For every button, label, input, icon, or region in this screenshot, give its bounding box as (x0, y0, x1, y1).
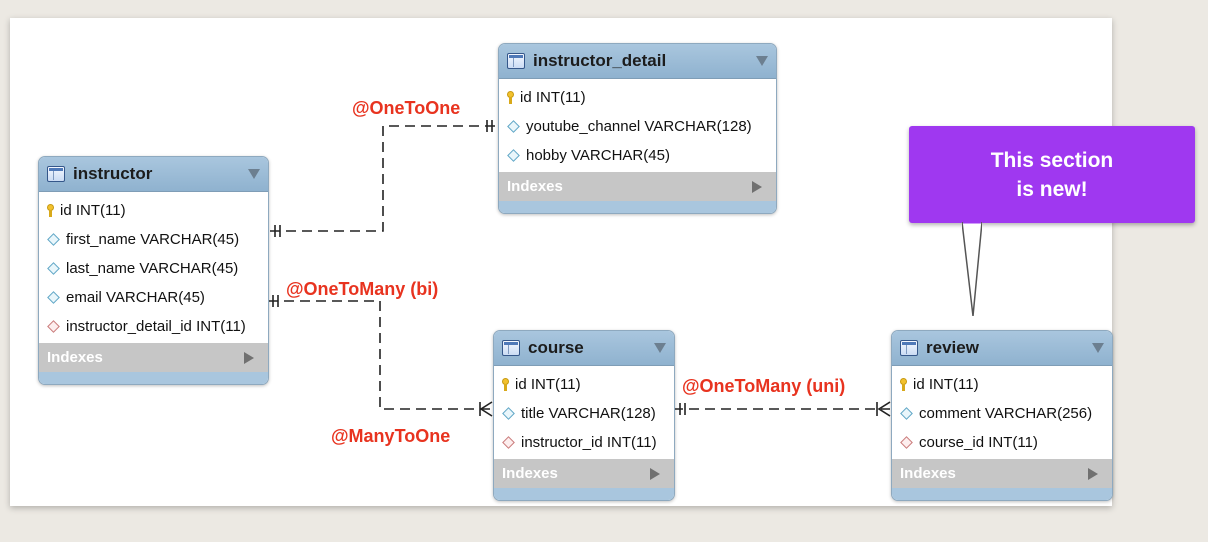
column-row[interactable]: id INT(11) (892, 370, 1112, 399)
column-row[interactable]: instructor_detail_id INT(11) (39, 312, 268, 341)
primary-key-icon (507, 91, 514, 104)
indexes-section[interactable]: Indexes (39, 343, 268, 372)
column-diamond-icon (502, 407, 515, 420)
expand-arrow-icon[interactable] (650, 467, 660, 480)
table-name: review (926, 338, 979, 357)
expand-arrow-icon[interactable] (1088, 467, 1098, 480)
column-text: comment VARCHAR(256) (919, 405, 1093, 422)
table-name: instructor_detail (533, 51, 667, 70)
table-footer (39, 372, 268, 384)
table-footer (892, 488, 1112, 500)
indexes-section[interactable]: Indexes (499, 172, 776, 201)
column-text: id INT(11) (913, 376, 979, 393)
foreign-key-diamond-icon (502, 436, 515, 449)
column-row[interactable]: last_name VARCHAR(45) (39, 254, 268, 283)
column-text: email VARCHAR(45) (66, 289, 205, 306)
one-to-many-uni-label: @OneToMany (uni) (682, 376, 846, 396)
review-table[interactable]: review id INT(11) comment VARCHAR(256) cou… (891, 330, 1113, 501)
indexes-section[interactable]: Indexes (892, 459, 1112, 488)
column-row[interactable]: first_name VARCHAR(45) (39, 225, 268, 254)
column-row[interactable]: hobby VARCHAR(45) (499, 141, 776, 170)
table-header[interactable]: instructor (39, 157, 268, 192)
callout-text: This section is new! (990, 148, 1114, 201)
instructor-table[interactable]: instructor id INT(11) first_name VARCHAR(… (38, 156, 269, 385)
one-to-many-bi-label: @OneToMany (bi) (286, 279, 439, 299)
column-text: first_name VARCHAR(45) (66, 231, 240, 248)
column-diamond-icon (47, 233, 60, 246)
column-row[interactable]: id INT(11) (39, 196, 268, 225)
primary-key-icon (502, 378, 509, 391)
one-to-one-line (270, 125, 498, 232)
table-header[interactable]: course (494, 331, 674, 366)
column-row[interactable]: course_id INT(11) (892, 428, 1112, 457)
expand-arrow-icon[interactable] (752, 180, 762, 193)
table-icon (900, 340, 918, 356)
column-diamond-icon (507, 149, 520, 162)
expand-arrow-icon[interactable] (244, 351, 254, 364)
column-text: youtube_channel VARCHAR(128) (526, 118, 752, 135)
one-to-many-bi-line (268, 300, 492, 410)
collapse-arrow-icon[interactable] (1092, 343, 1104, 353)
table-name: instructor (73, 164, 153, 183)
column-text: last_name VARCHAR(45) (66, 260, 239, 277)
column-diamond-icon (507, 120, 520, 133)
column-diamond-icon (900, 407, 913, 420)
primary-key-icon (47, 204, 54, 217)
indexes-section[interactable]: Indexes (494, 459, 674, 488)
column-row[interactable]: youtube_channel VARCHAR(128) (499, 112, 776, 141)
column-diamond-icon (47, 291, 60, 304)
column-row[interactable]: title VARCHAR(128) (494, 399, 674, 428)
table-footer (494, 488, 674, 500)
table-icon (507, 53, 525, 69)
indexes-label: Indexes (502, 465, 558, 482)
one-to-one-label: @OneToOne (352, 98, 461, 118)
column-row[interactable]: id INT(11) (499, 83, 776, 112)
column-row[interactable]: email VARCHAR(45) (39, 283, 268, 312)
table-name: course (528, 338, 584, 357)
table-header[interactable]: review (892, 331, 1112, 366)
column-row[interactable]: comment VARCHAR(256) (892, 399, 1112, 428)
column-text: id INT(11) (515, 376, 581, 393)
column-text: course_id INT(11) (919, 434, 1038, 451)
column-text: id INT(11) (520, 89, 586, 106)
column-text: id INT(11) (60, 202, 126, 219)
column-row[interactable]: instructor_id INT(11) (494, 428, 674, 457)
collapse-arrow-icon[interactable] (248, 169, 260, 179)
collapse-arrow-icon[interactable] (654, 343, 666, 353)
foreign-key-diamond-icon (900, 436, 913, 449)
many-to-one-label: @ManyToOne (331, 426, 451, 446)
new-section-callout: This section is new! (909, 126, 1195, 223)
instructor-detail-table[interactable]: instructor_detail id INT(11) youtube_chan… (498, 43, 777, 214)
callout-pointer (962, 222, 982, 316)
table-icon (502, 340, 520, 356)
table-icon (47, 166, 65, 182)
primary-key-icon (900, 378, 907, 391)
indexes-label: Indexes (507, 178, 563, 195)
column-row[interactable]: id INT(11) (494, 370, 674, 399)
column-diamond-icon (47, 262, 60, 275)
column-text: instructor_detail_id INT(11) (66, 318, 246, 335)
column-text: instructor_id INT(11) (521, 434, 657, 451)
foreign-key-diamond-icon (47, 320, 60, 333)
course-table[interactable]: course id INT(11) title VARCHAR(128) instr… (493, 330, 675, 501)
table-header[interactable]: instructor_detail (499, 44, 776, 79)
collapse-arrow-icon[interactable] (756, 56, 768, 66)
table-footer (499, 201, 776, 213)
column-text: hobby VARCHAR(45) (526, 147, 670, 164)
column-text: title VARCHAR(128) (521, 405, 656, 422)
indexes-label: Indexes (900, 465, 956, 482)
indexes-label: Indexes (47, 349, 103, 366)
